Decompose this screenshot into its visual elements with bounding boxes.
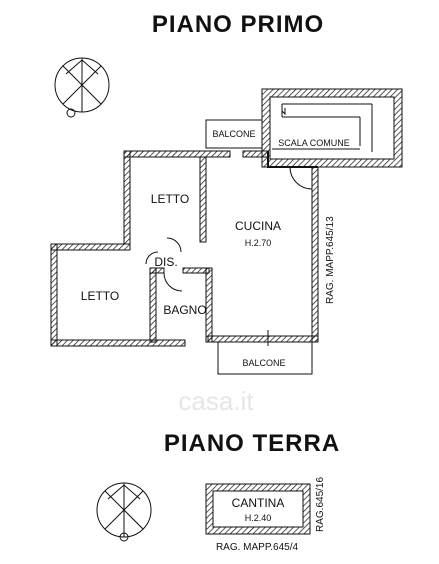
apartment-walls (50, 150, 319, 347)
room-bagno: BAGNO (163, 303, 206, 317)
title-piano-terra: PIANO TERRA (164, 430, 340, 457)
room-balcone-bottom: BALCONE (242, 358, 285, 368)
door-swings (145, 166, 313, 346)
room-letto-left: LETTO (81, 289, 119, 303)
room-balcone-top: BALCONE (212, 129, 255, 139)
room-cantina: CANTINA (232, 496, 285, 510)
balcony-bottom (217, 341, 313, 375)
cantina-block (205, 483, 311, 535)
balcony-top (205, 119, 263, 149)
stair-block (261, 88, 403, 168)
room-cucina-height: H.2.70 (245, 238, 272, 248)
room-letto-top: LETTO (151, 192, 189, 206)
watermark: casa.it (178, 386, 254, 416)
compass-rose-icon (54, 57, 110, 118)
room-cantina-height: H.2.40 (245, 513, 272, 523)
room-scala-comune: SCALA COMUNE (278, 138, 350, 148)
compass-rose-icon (96, 482, 152, 542)
title-piano-primo: PIANO PRIMO (152, 11, 324, 38)
room-disimpegno: DIS. (154, 255, 177, 269)
cadastral-reference-side: RAG.645/16 (315, 477, 326, 532)
room-cucina: CUCINA (235, 219, 281, 233)
cadastral-reference-bottom: RAG. MAPP.645/4 (216, 542, 299, 553)
cadastral-reference: RAG. MAPP.645/13 (325, 216, 336, 304)
